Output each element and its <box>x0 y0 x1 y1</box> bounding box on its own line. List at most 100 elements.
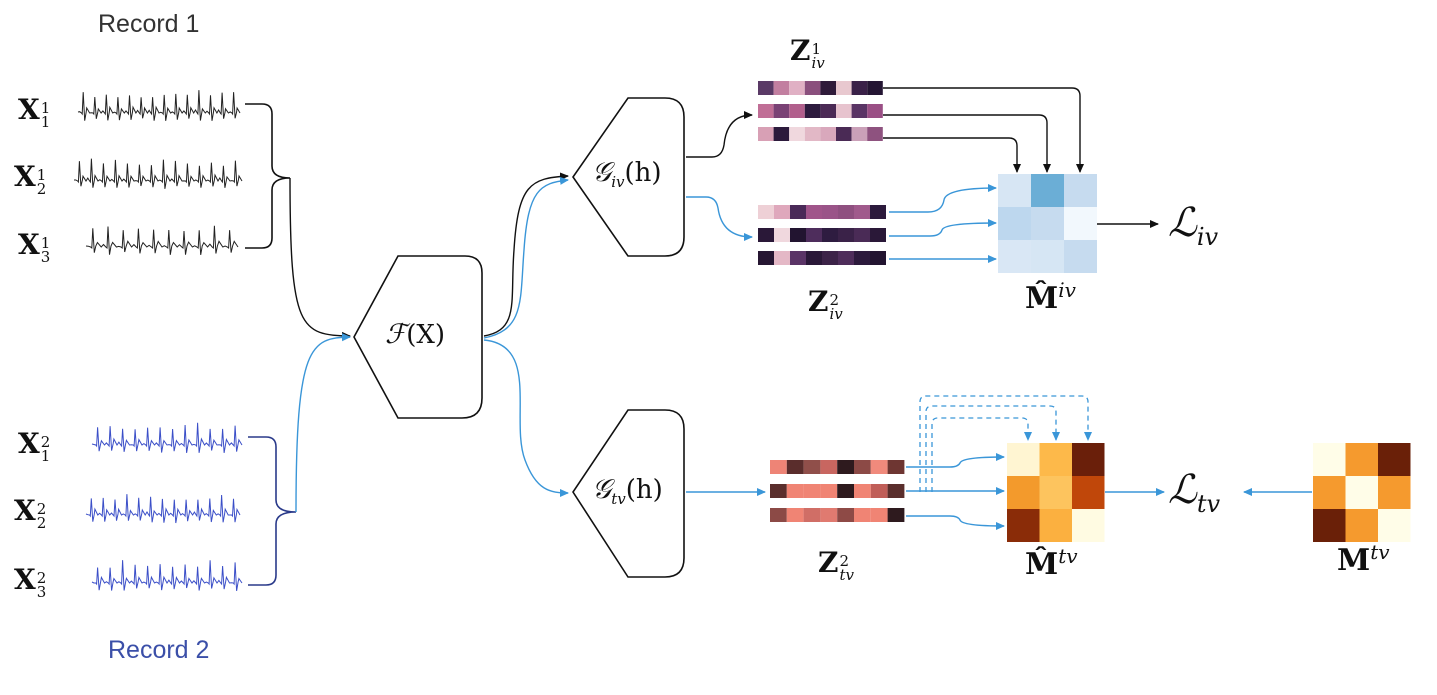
z-iv-2-cell-1-5 <box>838 228 854 242</box>
z-iv-2-cell-1-1 <box>774 228 790 242</box>
m-hat-tv-cell-0-2 <box>1072 443 1105 476</box>
label-m-hat-iv: M̂iv <box>1025 278 1076 316</box>
z-tv-2-cell-1-6 <box>870 484 888 498</box>
m-tv-cell-1-2 <box>1378 476 1411 509</box>
z-iv-1-cell-1-4 <box>820 104 836 118</box>
z-iv-1-cell-2-5 <box>836 127 852 141</box>
z-iv-1-cell-0-7 <box>867 81 883 95</box>
z-iv-2-cell-1-0 <box>758 228 774 242</box>
z-iv-1-cell-0-1 <box>773 81 790 95</box>
z-tv-2-cell-0-2 <box>803 460 821 474</box>
z-tv-2-cell-0-7 <box>887 460 905 474</box>
z-iv-1-cell-1-1 <box>773 104 790 118</box>
m-hat-tv-cell-2-0 <box>1007 509 1040 542</box>
m-tv-cell-0-1 <box>1345 443 1378 476</box>
m-tv-cell-2-1 <box>1345 509 1378 542</box>
z-tv-2-cell-0-0 <box>770 460 787 474</box>
label-m-tv: Mtv <box>1337 540 1390 578</box>
m-tv-cell-2-2 <box>1378 509 1411 542</box>
loss-iv-label: ℒiv <box>1168 200 1219 251</box>
m-hat-tv-cell-0-0 <box>1007 443 1040 476</box>
z-iv-2-cell-1-6 <box>854 228 870 242</box>
m-tv-cell-0-2 <box>1378 443 1411 476</box>
z-iv-2-cell-2-3 <box>806 251 822 265</box>
z-iv-1-cell-0-6 <box>851 81 868 95</box>
arrow-ztv-row1-to-m <box>906 453 1005 468</box>
arrow-ztv-row3-to-m <box>906 515 1005 530</box>
z-iv-1-cell-2-7 <box>867 127 883 141</box>
z-iv-1-cell-2-6 <box>851 127 868 141</box>
m-hat-iv-cell-0-1 <box>1031 174 1064 207</box>
label-m-hat-tv: M̂tv <box>1025 544 1078 582</box>
arrow-encoder-to-iv-blue <box>483 176 569 339</box>
m-hat-iv-matrix <box>998 174 1097 273</box>
m-hat-iv-cell-1-2 <box>1064 207 1097 240</box>
m-hat-iv-cell-2-0 <box>998 240 1031 273</box>
m-hat-iv-cell-0-0 <box>998 174 1031 207</box>
dashed-arrow-3 <box>931 417 1032 492</box>
m-hat-tv-cell-2-1 <box>1039 509 1072 542</box>
z-iv-2-cell-2-5 <box>838 251 854 265</box>
z-tv-2-cell-1-2 <box>803 484 821 498</box>
z-tv-2-cell-1-1 <box>786 484 804 498</box>
arrow-encoder-to-iv-black <box>483 172 569 337</box>
z-tv-2-cell-1-4 <box>837 484 854 498</box>
z-iv-2-cell-2-7 <box>870 251 886 265</box>
z-tv-2-cell-1-3 <box>820 484 838 498</box>
m-hat-iv-cell-1-0 <box>998 207 1031 240</box>
ecg-signal-x1-3 <box>85 225 239 255</box>
m-hat-tv-cell-0-1 <box>1039 443 1072 476</box>
record1-title: Record 1 <box>98 10 200 38</box>
arrow-head-iv-to-z1 <box>686 111 753 158</box>
m-tv-matrix <box>1313 443 1411 542</box>
m-tv-cell-0-0 <box>1313 443 1346 476</box>
record2-title: Record 2 <box>108 636 210 664</box>
arrow-z1-row1-to-m <box>883 87 1084 173</box>
z-iv-2-cell-0-7 <box>870 205 886 219</box>
z-iv-1-cell-0-5 <box>836 81 852 95</box>
m-hat-iv-cell-1-1 <box>1031 207 1064 240</box>
z-tv-2-cell-0-3 <box>820 460 838 474</box>
z-iv-1-cell-0-4 <box>820 81 836 95</box>
arrow-z2-row2-to-m <box>889 219 997 237</box>
z-iv-1-cell-2-0 <box>758 127 774 141</box>
z-iv-2-cell-0-2 <box>790 205 806 219</box>
head-iv-block <box>572 97 685 257</box>
z-tv-2-cell-1-0 <box>770 484 787 498</box>
arrow-z2-row1-to-m <box>889 184 997 213</box>
ecg-signal-x1-2 <box>74 158 243 189</box>
z-tv-2-cell-0-5 <box>854 460 871 474</box>
m-tv-cell-2-0 <box>1313 509 1346 542</box>
z-tv-2-cell-2-3 <box>820 508 838 522</box>
m-hat-iv-cell-0-2 <box>1064 174 1097 207</box>
z-iv-2-cell-0-3 <box>806 205 822 219</box>
m-tv-cell-1-0 <box>1313 476 1346 509</box>
ecg-signal-x2-2 <box>85 494 241 524</box>
ecg-group-record1 <box>74 90 243 255</box>
ecg-signal-x2-3 <box>91 560 243 591</box>
z-iv-1-cell-0-3 <box>804 81 821 95</box>
z-iv-2-cell-2-4 <box>822 251 838 265</box>
z-iv-2-cell-2-6 <box>854 251 870 265</box>
z-tv-2-cell-2-7 <box>887 508 905 522</box>
z-tv-2-cell-0-4 <box>837 460 854 474</box>
z-iv-1-cell-0-0 <box>758 81 774 95</box>
z-iv-2-cell-0-6 <box>854 205 870 219</box>
head-tv-label: 𝒢tv(h) <box>592 474 663 509</box>
z-iv-1-cell-1-3 <box>804 104 821 118</box>
arrow-record2-to-encoder <box>295 333 351 513</box>
z-tv-2-cell-2-2 <box>803 508 821 522</box>
z-iv-2-cell-2-0 <box>758 251 774 265</box>
arrow-z1-row3-to-m <box>883 137 1021 173</box>
z-iv-2-cell-0-4 <box>822 205 838 219</box>
z-iv-2-cell-0-1 <box>774 205 790 219</box>
z-iv-1-cell-2-3 <box>804 127 821 141</box>
m-hat-tv-cell-2-2 <box>1072 509 1105 542</box>
z-iv-1-cell-2-2 <box>789 127 805 141</box>
z-iv-1-cell-0-2 <box>789 81 805 95</box>
